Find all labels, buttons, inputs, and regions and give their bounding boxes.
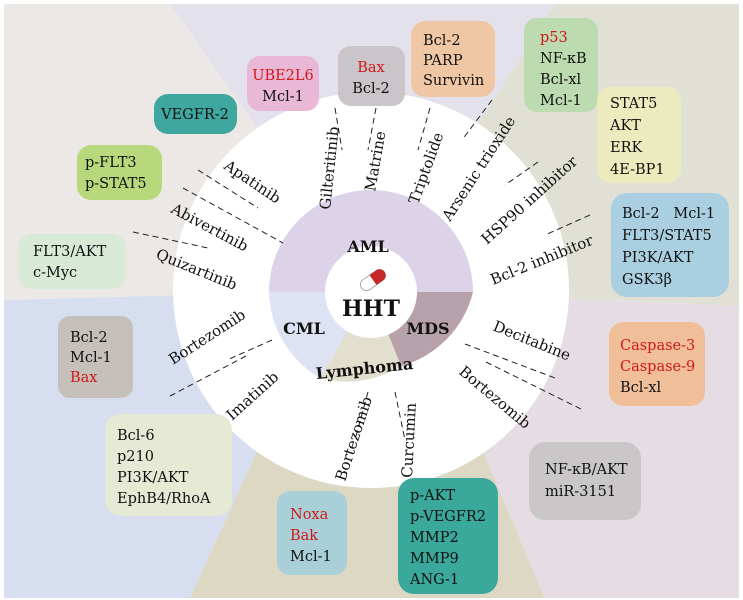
- drug-curcumin: Curcumin: [398, 402, 420, 478]
- box-p53-line-4: Mcl-1: [540, 93, 582, 109]
- box-bcl6: [105, 414, 232, 516]
- line-bortezomib-lymph: [354, 391, 369, 441]
- box-vegfr2-line-1: VEGFR-2: [160, 107, 229, 123]
- box-p53-line-2: NF-κB: [540, 51, 587, 67]
- box-bcl2-mcl1-line-1: Bcl-2 Mcl-1: [622, 206, 715, 222]
- box-bcl2-bax-line-1: Bcl-2: [70, 330, 108, 346]
- line-gilteritinib: [334, 107, 343, 151]
- box-flt3akt-line-2: c-Myc: [33, 265, 77, 281]
- line-triptolide: [417, 107, 431, 151]
- label-cml: CML: [283, 319, 325, 338]
- line-matrine: [367, 107, 377, 151]
- box-nfkb-line-1: NF-κB/AKT: [545, 462, 628, 478]
- box-pakt-line-4: MMP9: [410, 551, 459, 567]
- capsule-icon: [360, 269, 386, 291]
- box-bcl6-line-4: EphB4/RhoA: [117, 491, 211, 507]
- box-ube2l6: [247, 56, 319, 111]
- line-bortezomib-mds: [485, 361, 584, 411]
- line-bortezomib-cml: [226, 339, 273, 361]
- box-flt3akt: [18, 234, 126, 289]
- box-stat5: [597, 87, 681, 183]
- box-bcl2-mcl1-line-3: PI3K/AKT: [622, 250, 694, 266]
- box-noxa-line-3: Mcl-1: [290, 549, 332, 565]
- box-noxa: [277, 491, 347, 575]
- box-ube2l6-line-1: UBE2L6: [252, 68, 314, 84]
- box-pakt: [398, 478, 498, 594]
- line-apatinib: [197, 169, 259, 209]
- box-stat5-line-4: 4E-BP1: [610, 162, 665, 178]
- box-stat5-line-2: AKT: [609, 118, 641, 134]
- box-bax-bcl2-line-2: Bcl-2: [352, 81, 390, 97]
- box-bcl2-mcl1: [611, 193, 729, 297]
- box-pflt3-line-1: p-FLT3: [85, 155, 137, 171]
- box-p53-line-3: Bcl-xl: [540, 72, 581, 88]
- line-bcl2inh: [544, 214, 591, 236]
- box-pakt-line-2: p-VEGFR2: [410, 509, 486, 525]
- box-bcl2-mcl1-line-2: FLT3/STAT5: [622, 228, 712, 244]
- center-label: HHT: [342, 296, 401, 322]
- box-bcl2-mcl1-line-4: GSK3β: [622, 272, 672, 288]
- box-bcl2-parp-line-3: Survivin: [423, 73, 484, 89]
- box-pflt3: [77, 145, 162, 200]
- box-nfkb: [529, 442, 641, 520]
- label-aml: AML: [346, 237, 388, 256]
- box-caspase-line-3: Bcl-xl: [620, 380, 661, 396]
- line-imatinib: [169, 355, 247, 397]
- box-bcl6-line-1: Bcl-6: [117, 428, 155, 444]
- box-bcl2-parp-line-1: Bcl-2: [423, 33, 461, 49]
- box-bax-bcl2: [338, 46, 405, 106]
- box-pakt-line-5: ANG-1: [409, 572, 459, 588]
- box-pakt-line-3: MMP2: [410, 530, 459, 546]
- box-caspase-line-2: Caspase-9: [620, 359, 695, 375]
- box-caspase: [609, 322, 705, 406]
- line-quizartinib: [132, 231, 209, 249]
- box-bcl6-line-2: p210: [117, 449, 154, 465]
- box-bcl2-bax-line-3: Bax: [70, 370, 97, 386]
- section-lymphoma: [320, 292, 401, 382]
- box-stat5-line-1: STAT5: [610, 96, 657, 112]
- section-aml: [269, 190, 473, 292]
- box-pflt3-line-2: p-STAT5: [85, 176, 147, 192]
- box-bcl2-parp: [411, 21, 495, 97]
- box-bcl6-line-3: PI3K/AKT: [117, 470, 189, 486]
- box-bcl2-parp-line-2: PARP: [423, 53, 463, 69]
- line-arsenic: [461, 99, 493, 141]
- line-abivertinib: [182, 187, 284, 244]
- center-circle: [325, 246, 417, 338]
- box-bax-bcl2-line-1: Bax: [357, 60, 384, 76]
- connector-lines: [132, 99, 591, 441]
- line-hsp90: [504, 161, 539, 186]
- box-noxa-line-2: Bak: [290, 528, 318, 544]
- label-mds: MDS: [406, 319, 449, 338]
- line-curcumin: [394, 391, 406, 441]
- box-p53: [524, 18, 598, 112]
- box-vegfr2: [154, 94, 237, 134]
- box-flt3akt-line-1: FLT3/AKT: [33, 244, 107, 260]
- box-nfkb-line-2: miR-3151: [545, 484, 616, 500]
- box-bcl2-bax: [58, 316, 133, 398]
- box-noxa-line-1: Noxa: [290, 507, 329, 523]
- target-boxes: UBE2L6 Mcl-1 Bax Bcl-2 Bcl-2 PARP Surviv…: [18, 18, 729, 594]
- box-caspase-line-1: Caspase-3: [620, 338, 695, 354]
- line-decitabine: [464, 343, 556, 379]
- box-ube2l6-line-2: Mcl-1: [262, 89, 304, 105]
- box-pakt-line-1: p-AKT: [410, 488, 455, 504]
- box-bcl2-bax-line-2: Mcl-1: [70, 350, 112, 366]
- box-stat5-line-3: ERK: [610, 140, 644, 156]
- box-p53-line-1: p53: [540, 30, 568, 46]
